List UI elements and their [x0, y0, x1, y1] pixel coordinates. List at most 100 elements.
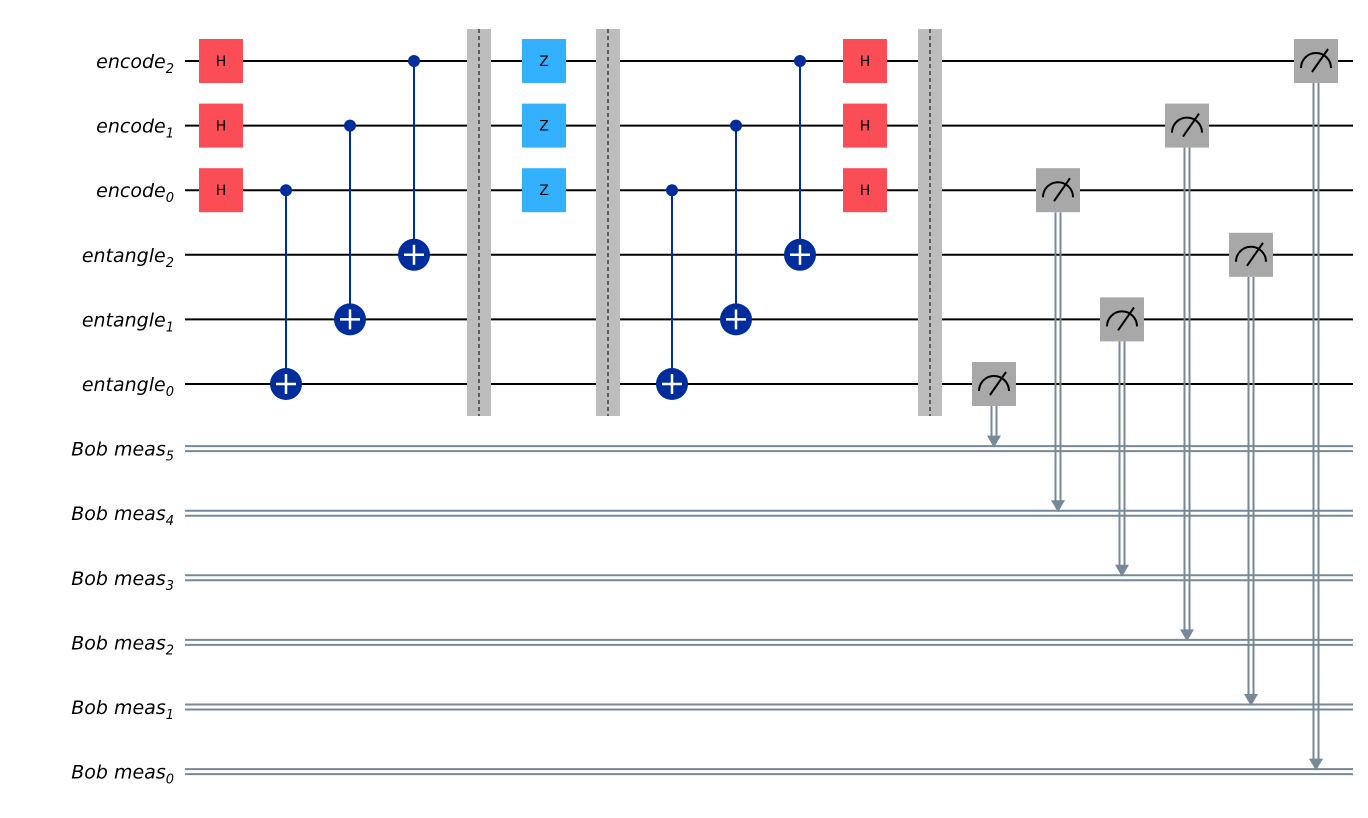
clbit-label: Bob meas0 — [71, 762, 174, 788]
wire-label-base: entangle — [82, 374, 166, 396]
gate-label: Z — [539, 183, 549, 199]
barrier — [596, 29, 620, 416]
wire-label-subscript: 0 — [166, 191, 174, 206]
gate-label: H — [216, 119, 227, 135]
qubit-label: encode1 — [96, 116, 174, 142]
wire-label-base: encode — [96, 116, 166, 138]
wire-label-subscript: 1 — [166, 708, 174, 723]
cnot-gate — [270, 184, 302, 400]
wire-label-subscript: 1 — [166, 127, 174, 142]
clbit-label: Bob meas3 — [71, 568, 174, 594]
measure-arrow — [1180, 629, 1194, 642]
measure-arrow — [1309, 758, 1323, 771]
wire-label-base: entangle — [82, 309, 166, 331]
measure-arrow — [1115, 564, 1129, 577]
wire-label-subscript: 4 — [166, 514, 174, 529]
qubit-label: encode0 — [96, 180, 174, 206]
cnot-gate — [334, 119, 366, 336]
qubit-label: encode2 — [96, 51, 174, 77]
wire-label-base: Bob meas — [71, 632, 166, 654]
meter-needle-icon — [1246, 242, 1264, 267]
meter-arc-icon — [1235, 245, 1267, 262]
h-gate: H — [843, 168, 887, 213]
measure-box — [1036, 168, 1080, 213]
cnot-gate — [656, 184, 688, 400]
wire-labels: encode2encode1encode0entangle2entangle1e… — [71, 51, 174, 788]
wires — [185, 60, 1353, 776]
cnot-gate — [398, 55, 430, 271]
gate-box — [199, 168, 243, 213]
measure-box — [972, 362, 1016, 406]
clbit-label: Bob meas4 — [71, 503, 174, 529]
wire-label-subscript: 2 — [166, 643, 174, 658]
wire-label-subscript: 1 — [166, 320, 174, 335]
barrier — [467, 29, 491, 416]
control-dot — [408, 55, 420, 67]
h-gate: H — [199, 103, 243, 148]
cnot-gate — [720, 119, 752, 336]
gate-label: H — [216, 54, 227, 70]
h-gate: H — [199, 39, 243, 83]
measure-box — [1294, 39, 1338, 83]
z-gate: Z — [522, 103, 566, 148]
barriers — [467, 29, 942, 416]
meter-needle-icon — [1053, 177, 1071, 202]
measure-gate — [1036, 168, 1080, 513]
qubit-label: entangle0 — [82, 374, 174, 400]
control-dot — [344, 119, 356, 132]
wire-label-subscript: 0 — [166, 773, 174, 788]
wire-label-subscript: 2 — [166, 256, 174, 271]
qubit-label: entangle2 — [82, 245, 174, 271]
measure-box — [1165, 103, 1209, 148]
wire-label-base: Bob meas — [71, 568, 166, 590]
wire-label-subscript: 2 — [166, 62, 174, 77]
wire-label-base: Bob meas — [71, 762, 166, 784]
meter-arc-icon — [978, 375, 1010, 392]
measure-box — [1100, 297, 1144, 342]
wire-label-base: Bob meas — [71, 503, 166, 525]
h-gate: H — [199, 168, 243, 213]
meter-needle-icon — [1182, 113, 1200, 138]
measure-gate — [1165, 103, 1209, 642]
clbit-label: Bob meas1 — [71, 697, 174, 723]
measure-arrow — [1051, 500, 1065, 513]
measure-gate — [1100, 297, 1144, 577]
measure-gate — [1229, 232, 1273, 706]
meter-needle-icon — [1311, 48, 1329, 73]
control-dot — [666, 184, 678, 197]
measure-arrow — [1244, 694, 1258, 706]
h-gate: H — [843, 103, 887, 148]
gate-box — [522, 39, 566, 83]
control-dot — [730, 119, 742, 132]
gate-label: H — [860, 54, 871, 70]
wire-label-base: Bob meas — [71, 697, 166, 719]
gate-label: H — [860, 183, 871, 199]
wire-label-base: encode — [96, 51, 166, 73]
cnot-gate — [784, 55, 816, 271]
control-dot — [794, 55, 806, 67]
clbit-label: Bob meas5 — [71, 439, 174, 465]
meter-arc-icon — [1300, 52, 1332, 69]
gate-box — [843, 103, 887, 148]
wire-label-base: Bob meas — [71, 439, 166, 461]
gate-box — [522, 168, 566, 213]
wire-label-subscript: 3 — [166, 579, 174, 594]
barrier — [918, 29, 942, 416]
wire-label-base: entangle — [82, 245, 166, 267]
measure-box — [1229, 232, 1273, 277]
gates: H H H Z Z Z H H H — [199, 39, 1338, 771]
meter-arc-icon — [1042, 181, 1074, 198]
wire-label-subscript: 5 — [166, 450, 174, 465]
wire-label-base: encode — [96, 180, 166, 202]
control-dot — [280, 184, 292, 197]
h-gate: H — [843, 39, 887, 83]
wire-label-subscript: 0 — [166, 385, 174, 400]
measure-arrow — [987, 435, 1001, 448]
meter-arc-icon — [1106, 310, 1138, 327]
measure-gate — [1294, 39, 1338, 771]
gate-box — [522, 103, 566, 148]
gate-box — [199, 103, 243, 148]
gate-label: H — [216, 183, 227, 199]
gate-label: Z — [539, 54, 549, 70]
